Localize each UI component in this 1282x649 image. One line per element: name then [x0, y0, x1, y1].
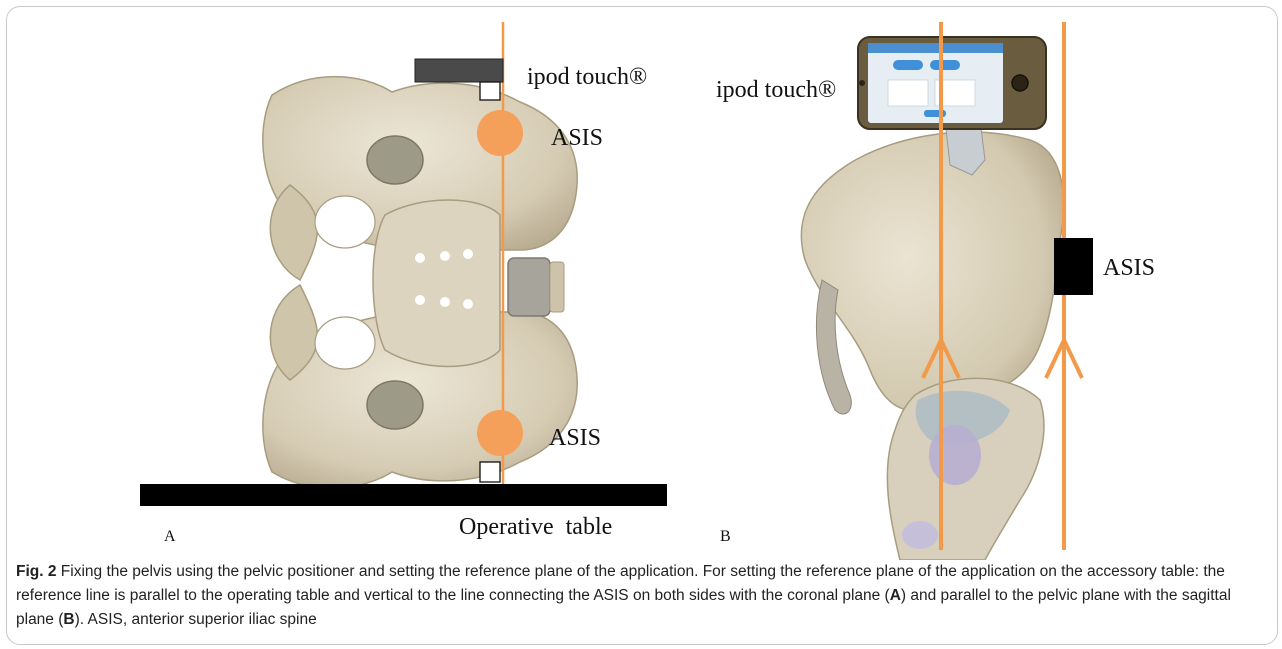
caption-bold-b: B: [63, 611, 74, 628]
caption-text-3: ). ASIS, anterior superior iliac spine: [75, 611, 317, 628]
panel-letter-b: B: [720, 528, 731, 545]
right-angle-marker-bottom: [480, 462, 500, 482]
panel-letter-a: A: [164, 528, 176, 545]
operative-table-label: Operative table: [459, 514, 612, 540]
panel-a: ipod touch® ASIS ASIS Operative table A: [140, 22, 667, 545]
ipod-label-a: ipod touch®: [527, 64, 647, 90]
ipod-label-b: ipod touch®: [716, 77, 836, 103]
panel-b: ipod touch® ASIS B: [716, 22, 1155, 560]
asis-label-bottom: ASIS: [549, 425, 601, 451]
figure-illustration: ipod touch® ASIS ASIS Operative table A: [0, 0, 1282, 560]
caption-label: Fig. 2: [16, 563, 56, 580]
pelvis-sagittal-illustration: [801, 120, 1063, 560]
asis-block: [1054, 238, 1093, 295]
operative-table: [140, 484, 667, 506]
asis-marker-bottom: [477, 410, 523, 456]
pelvis-coronal-illustration: [263, 77, 577, 489]
asis-marker-top: [477, 110, 523, 156]
caption-bold-a: A: [890, 587, 901, 604]
ipod-device-image: [858, 37, 1046, 129]
asis-label-b: ASIS: [1103, 255, 1155, 281]
right-angle-marker-top: [480, 82, 500, 100]
asis-label-top: ASIS: [551, 125, 603, 151]
ipod-device-bar: [415, 59, 503, 82]
figure-caption: Fig. 2 Fixing the pelvis using the pelvi…: [16, 560, 1266, 632]
